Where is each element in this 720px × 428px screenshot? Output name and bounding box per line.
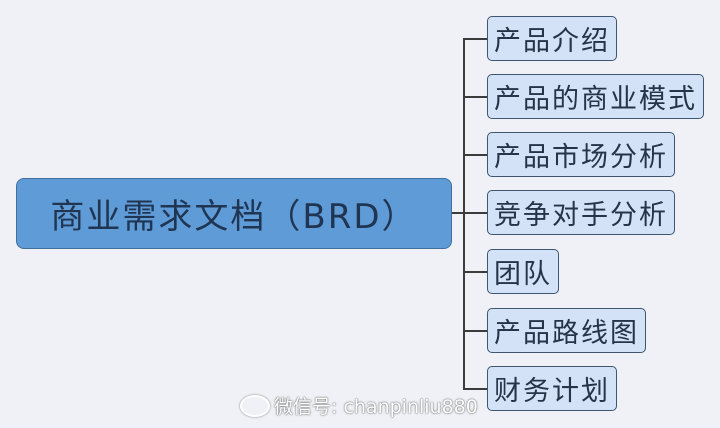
- child-node: 产品路线图: [487, 308, 646, 353]
- child-node: 产品介绍: [487, 16, 617, 61]
- connector-branch: [463, 271, 488, 273]
- connector-branch: [463, 212, 488, 214]
- connector-root: [452, 212, 464, 214]
- root-node: 商业需求文档（BRD）: [16, 178, 452, 249]
- connector-branch: [463, 38, 488, 40]
- child-node: 产品市场分析: [487, 132, 675, 177]
- child-node: 财务计划: [487, 366, 617, 411]
- child-node: 团队: [487, 249, 559, 294]
- child-node: 竞争对手分析: [487, 190, 675, 235]
- watermark-text: 微信号: chanpinliu880: [274, 396, 478, 418]
- connector-branch: [463, 330, 488, 332]
- connector-branch: [463, 96, 488, 98]
- connector-branch: [463, 154, 488, 156]
- connector-branch: [463, 388, 488, 390]
- child-node: 产品的商业模式: [487, 74, 704, 119]
- watermark: 微信号: chanpinliu880: [240, 392, 478, 419]
- wechat-icon: [240, 394, 270, 417]
